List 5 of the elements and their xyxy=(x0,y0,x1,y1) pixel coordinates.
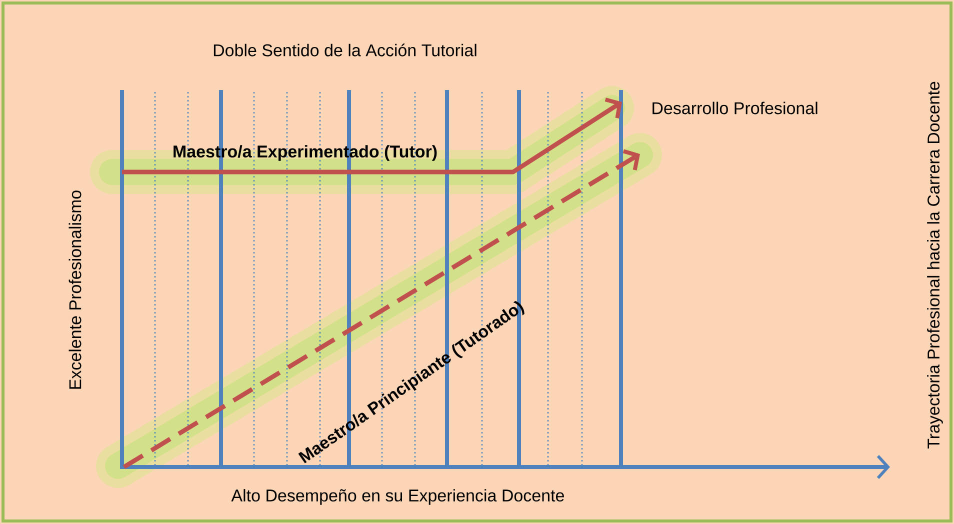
arrow-label: Desarrollo Profesional xyxy=(652,102,818,114)
axis-label: Excelente Profesionalismo xyxy=(68,190,82,389)
chart-title: Doble Sentido de la Acción Tutorial xyxy=(214,44,476,56)
axis-label: Trayectoria Profesional hacia la Carrera Docente xyxy=(927,82,943,449)
axis-label: Alto Desempeño en su Experiencia Docente xyxy=(231,489,564,505)
